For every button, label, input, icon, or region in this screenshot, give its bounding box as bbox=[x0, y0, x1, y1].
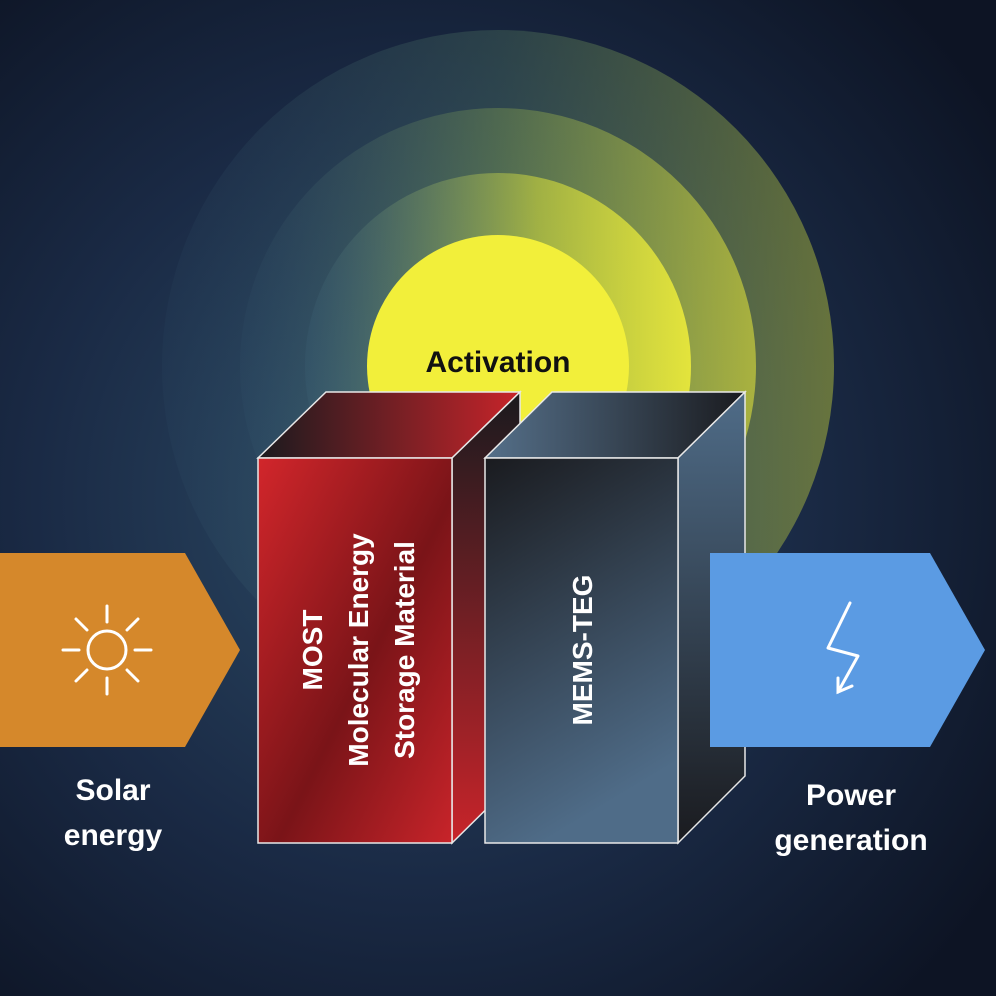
power-label-line2: generation bbox=[774, 824, 927, 857]
lightning-icon bbox=[826, 601, 860, 694]
solar-arrow bbox=[0, 553, 240, 747]
solar-energy-input: Solar energy bbox=[0, 553, 240, 852]
lightning-arrowhead bbox=[836, 676, 854, 695]
teg-label: MEMS-TEG bbox=[567, 575, 598, 726]
power-arrow bbox=[710, 553, 985, 747]
most-block: MOST Molecular Energy Storage Material bbox=[256, 390, 522, 845]
power-label-line1: Power bbox=[806, 779, 896, 812]
sun-icon bbox=[61, 604, 153, 696]
solar-label-line1: Solar bbox=[75, 774, 150, 807]
mems-teg-block: MEMS-TEG bbox=[483, 390, 747, 845]
activation-label: Activation bbox=[425, 346, 570, 379]
most-label-line2: Molecular Energy bbox=[343, 533, 374, 767]
most-label-line3: Storage Material bbox=[389, 541, 420, 759]
most-label: MOST bbox=[297, 610, 328, 691]
most-block-front bbox=[257, 457, 453, 844]
teg-block-front bbox=[484, 457, 679, 844]
solar-label-line2: energy bbox=[64, 819, 163, 852]
power-generation-output: Power generation bbox=[710, 553, 985, 857]
